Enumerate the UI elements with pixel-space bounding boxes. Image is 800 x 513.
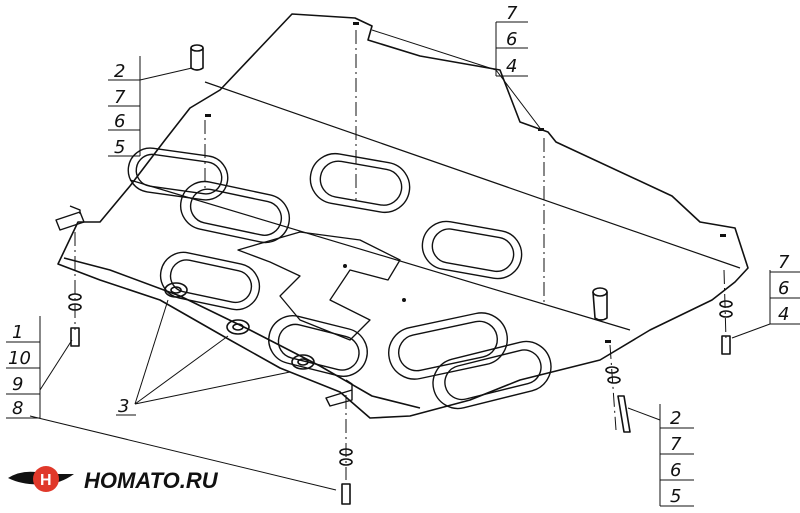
callout-left-1: 1 [12,322,23,343]
callout-top-left-2: 7 [114,87,126,108]
center-recess [237,231,401,341]
callout-top-right-3: 4 [506,56,517,77]
callout-left-3: 9 [12,374,23,395]
callout-right-3: 4 [778,304,789,325]
callout-top-left-1: 2 [114,61,125,82]
callout-left-4: 8 [12,398,23,419]
callout-top-left-3: 6 [114,111,125,132]
callout-bottom-right-4: 5 [670,486,681,507]
callout-top-left-4: 5 [114,137,125,158]
bracket-left [55,205,85,231]
fastener-left [68,293,82,347]
small-slots [205,22,726,343]
assembly-axes [74,30,727,480]
fastener-right [719,300,733,355]
callout-bottom-right-3: 6 [670,460,681,481]
bracket-bottom [325,379,353,407]
slot-ovals [127,147,552,410]
callout-middle: 3 [118,396,129,417]
svg-text:H: H [40,472,52,489]
callout-right-1: 7 [778,252,790,273]
fastener-right-long [605,366,631,433]
callout-dividers [6,21,800,507]
callout-top-right-1: 7 [506,3,518,24]
plate-holes [164,282,315,370]
plate-fold-line [204,81,741,269]
plate-outline [57,13,749,419]
logo-text: HOMATO.RU [84,468,219,493]
callout-bottom-right-1: 2 [670,408,681,429]
logo-circle-icon [33,466,59,492]
spacer-top [190,44,204,71]
callout-right-2: 6 [778,278,789,299]
fastener-bottom [339,448,353,505]
callout-top-right-2: 6 [506,29,517,50]
callout-bottom-right-2: 7 [670,434,682,455]
leader-lines [29,29,771,491]
brand-logo: H HOMATO.RU [8,466,219,493]
plate-front-fold [63,257,421,409]
plate-fold-line [129,179,631,331]
spacer-right [592,287,608,321]
callout-left-2: 10 [8,348,31,369]
